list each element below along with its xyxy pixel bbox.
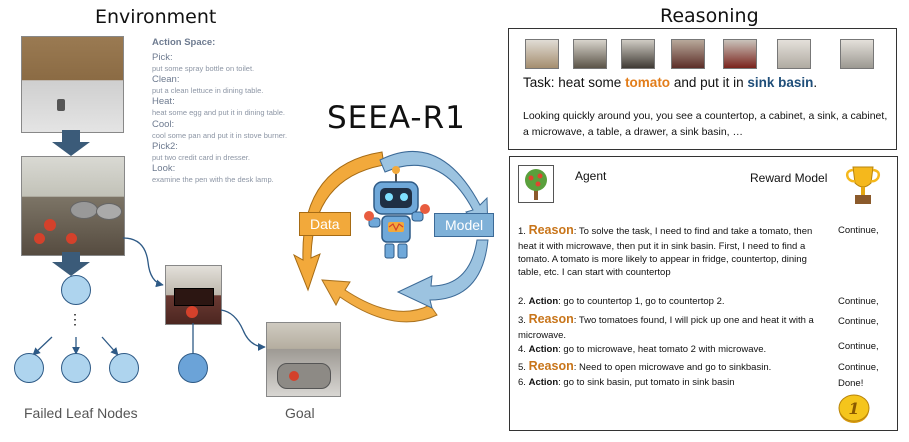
observation-thumbnail — [621, 39, 655, 69]
branch-arrow — [32, 336, 53, 356]
action-step: 4. Action: go to microwave, heat tomato … — [518, 344, 767, 355]
scene-image-goal — [266, 322, 341, 397]
failed-leaf-node — [109, 353, 139, 383]
tree-node-path — [178, 353, 208, 383]
action-item: Heat:heat some egg and put it in dining … — [152, 96, 286, 118]
observation-thumbnail — [525, 39, 559, 69]
failed-leaf-node — [61, 353, 91, 383]
task-panel: Task: heat some tomato and put it in sin… — [508, 28, 897, 150]
data-cycle-arrow — [321, 279, 438, 323]
trajectory-panel: Agent Reward Model 1. Reason: To solve t… — [509, 156, 898, 431]
model-label: Model — [434, 213, 495, 237]
action-item: Cool:cool some pan and put it in stove b… — [152, 118, 288, 140]
reward-verdict: Continue, — [838, 225, 879, 236]
observation-text: Looking quickly around you, you see a co… — [523, 110, 888, 138]
failed-leaf-nodes-label: Failed Leaf Nodes — [24, 405, 138, 421]
reward-verdict: Done! — [838, 378, 864, 389]
reasoning-step: 3. Reason: Two tomatoes found, I will pi… — [518, 312, 814, 341]
action-item: Look:examine the pen with the desk lamp. — [152, 163, 274, 184]
data-label: Data — [299, 212, 351, 236]
reward-verdict: Continue, — [838, 341, 879, 352]
action-space-title: Action Space: — [152, 37, 216, 48]
observation-thumbnail — [840, 39, 874, 69]
reward-verdict: Continue, — [838, 296, 879, 307]
action-item: Pick:put some spray bottle on toilet. — [152, 51, 255, 73]
down-arrow-icon — [52, 130, 90, 156]
reasoning-step: 1. Reason: To solve the task, I need to … — [518, 223, 813, 279]
tree-node — [61, 275, 91, 305]
action-step: 2. Action: go to countertop 1, go to cou… — [518, 296, 725, 307]
svg-text:1: 1 — [848, 399, 859, 418]
coin-icon: 1 — [838, 394, 870, 423]
action-space-list: Action Space: Pick:put some spray bottle… — [152, 37, 302, 184]
trophy-icon — [845, 166, 881, 204]
observation-thumbnail — [777, 39, 811, 69]
robot-icon — [364, 166, 430, 259]
observation-thumbnail — [723, 39, 757, 69]
branch-arrow — [220, 309, 266, 351]
environment-title: Environment — [95, 6, 217, 28]
agent-label: Agent — [575, 169, 607, 183]
down-arrow-icon — [52, 252, 90, 276]
ellipsis: ⋮ — [68, 311, 82, 327]
task-text: Task: heat some tomato and put it in sin… — [523, 75, 818, 90]
goal-label: Goal — [285, 405, 315, 421]
reward-verdict: Continue, — [838, 362, 879, 373]
reward-verdict: Continue, — [838, 316, 879, 327]
model-cycle-arrow — [396, 239, 489, 309]
branch-arrow — [122, 237, 164, 288]
action-item: Clean:put a clean lettuce in dining tabl… — [152, 74, 264, 95]
method-title: SEEA-R1 — [327, 100, 466, 136]
reasoning-title: Reasoning — [660, 5, 759, 27]
action-item: Pick2:put two credit card in dresser. — [152, 140, 250, 162]
failed-leaf-node — [14, 353, 44, 383]
tree-icon — [518, 165, 554, 203]
action-step: 6. Action: go to sink basin, put tomato … — [518, 377, 735, 388]
reasoning-step: 5. Reason: Need to open microwave and go… — [518, 359, 772, 373]
branch-arrow — [101, 336, 119, 356]
scene-image-start — [21, 36, 124, 133]
observation-thumbnail — [671, 39, 705, 69]
reward-model-label: Reward Model — [750, 171, 828, 185]
observation-thumbnail — [573, 39, 607, 69]
